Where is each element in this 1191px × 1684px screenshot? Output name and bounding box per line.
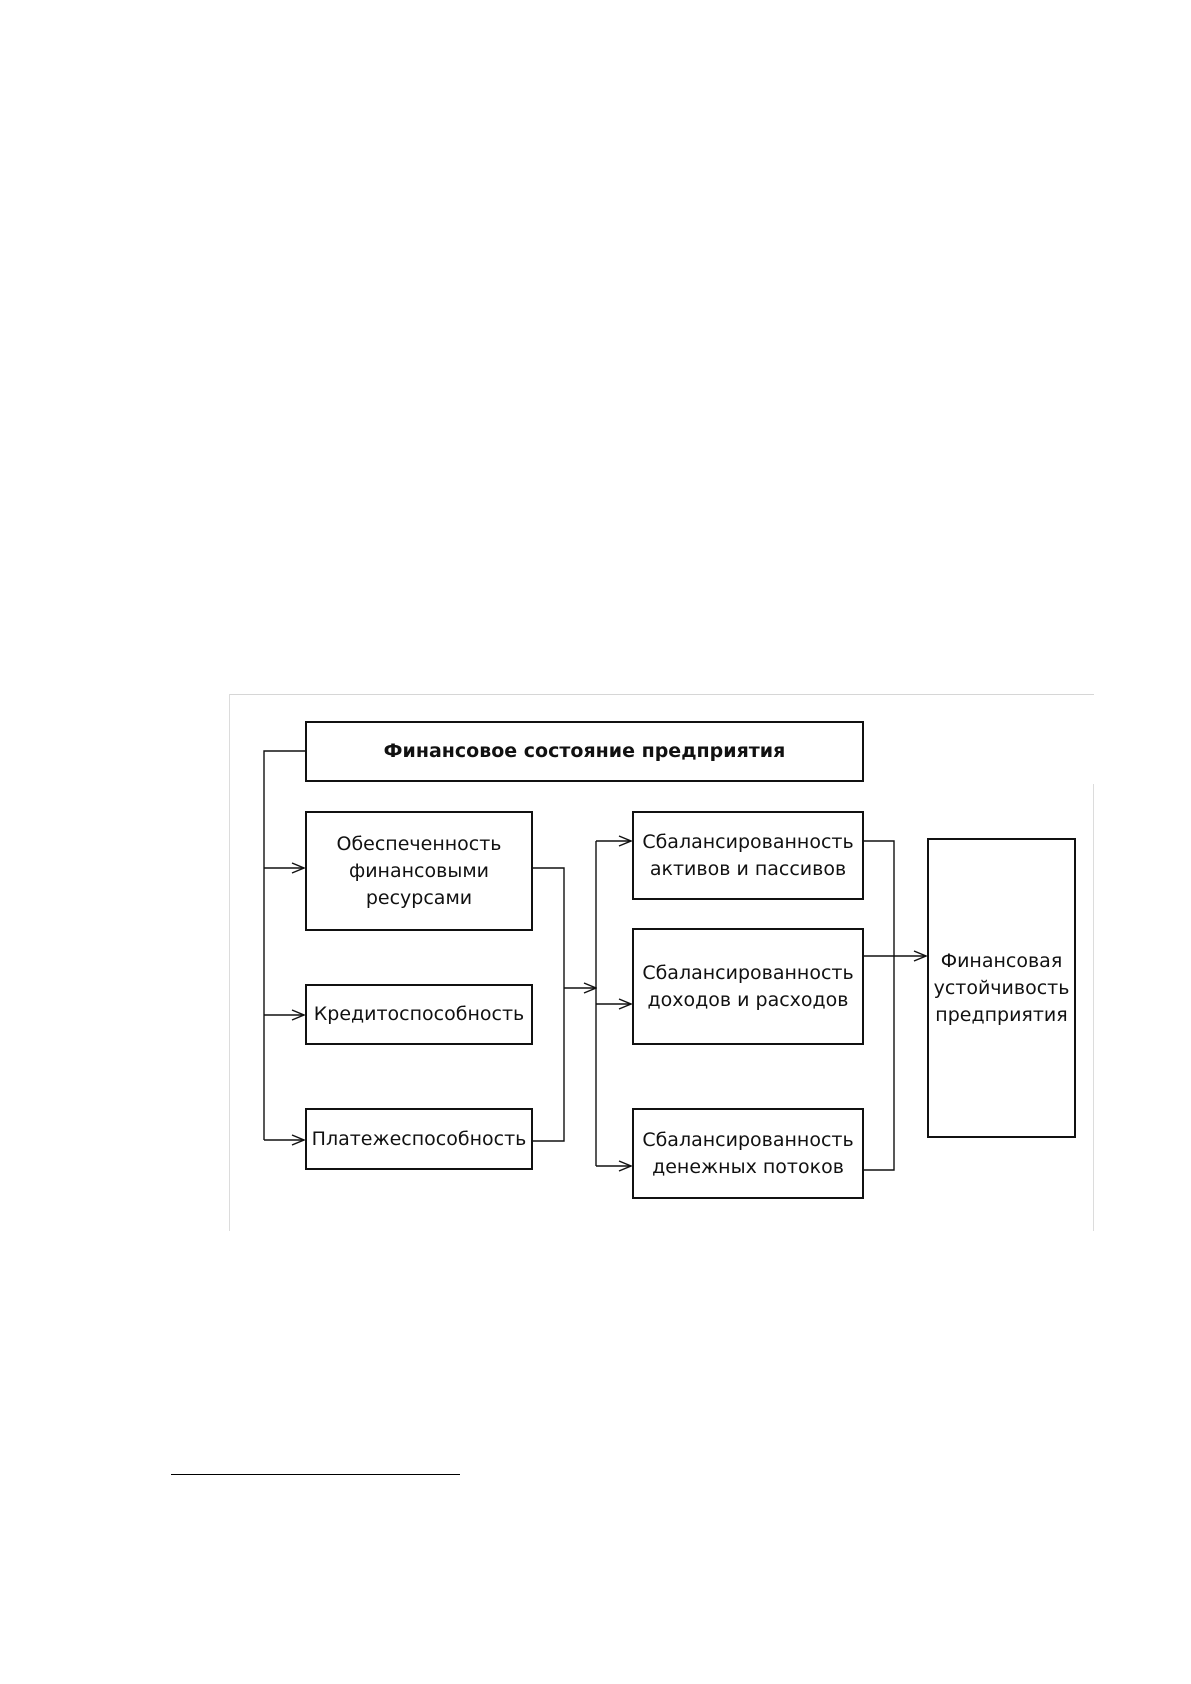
figure-top-border <box>229 694 1094 695</box>
result-box-financial-stability-label: Финансовая устойчивость предприятия <box>934 948 1070 1029</box>
middle-box-income-expenses-label: Сбалансированность доходов и расходов <box>642 960 853 1014</box>
result-box-financial-stability: Финансовая устойчивость предприятия <box>927 838 1076 1138</box>
middle-box-assets-liabilities: Сбалансированность активов и пассивов <box>632 811 864 900</box>
footnote-separator <box>171 1474 460 1475</box>
left-box-solvency: Платежеспособность <box>305 1108 533 1170</box>
middle-box-income-expenses: Сбалансированность доходов и расходов <box>632 928 864 1045</box>
figure-left-border <box>229 694 230 1231</box>
left-box-creditworthiness: Кредитоспособность <box>305 984 533 1045</box>
title-box: Финансовое состояние предприятия <box>305 721 864 782</box>
middle-box-assets-liabilities-label: Сбалансированность активов и пассивов <box>642 829 853 883</box>
left-box-creditworthiness-label: Кредитоспособность <box>314 1001 524 1028</box>
middle-box-cash-flows: Сбалансированность денежных потоков <box>632 1108 864 1199</box>
left-box-resources-label: Обеспеченность финансовыми ресурсами <box>336 831 501 912</box>
title-box-label: Финансовое состояние предприятия <box>384 738 786 765</box>
left-box-solvency-label: Платежеспособность <box>312 1126 527 1153</box>
left-box-resources: Обеспеченность финансовыми ресурсами <box>305 811 533 931</box>
figure-right-border <box>1093 784 1094 1231</box>
middle-box-cash-flows-label: Сбалансированность денежных потоков <box>642 1127 853 1181</box>
